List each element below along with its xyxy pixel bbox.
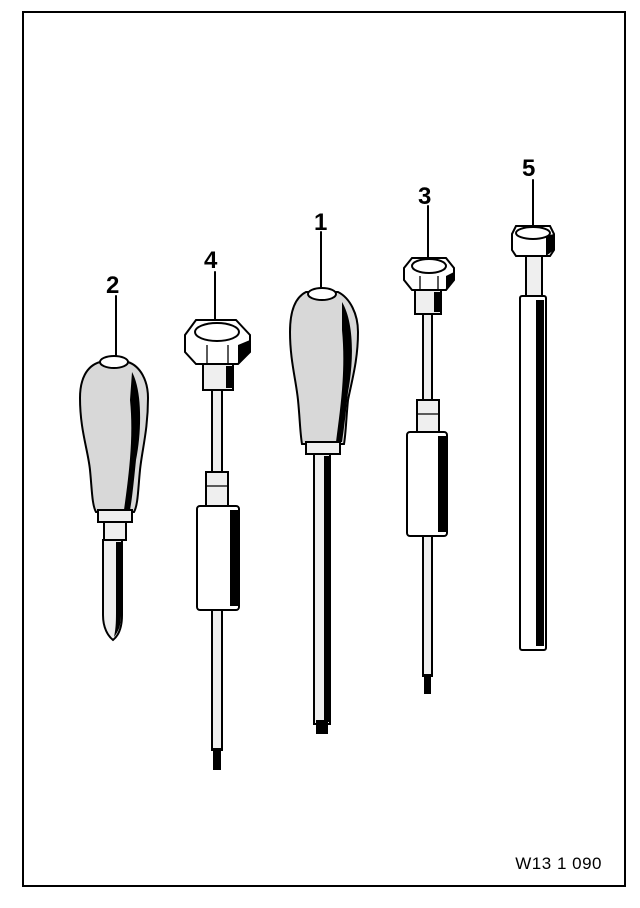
tool-1-long-screwdriver: [288, 231, 360, 734]
callout-1: 1: [314, 209, 327, 236]
callout-3: 3: [418, 183, 431, 210]
callout-5: 5: [522, 155, 535, 182]
tool-3-small-hex-tool: [403, 205, 455, 694]
figure-code: W13 1 090: [515, 854, 602, 873]
figure-frame: [22, 11, 626, 887]
tool-2-short-screwdriver: [78, 295, 150, 642]
tool-5-pin-tool: [511, 179, 555, 651]
callout-4: 4: [204, 247, 218, 274]
tool-4-hex-socket-tool: [184, 271, 251, 770]
callout-2: 2: [106, 272, 119, 299]
